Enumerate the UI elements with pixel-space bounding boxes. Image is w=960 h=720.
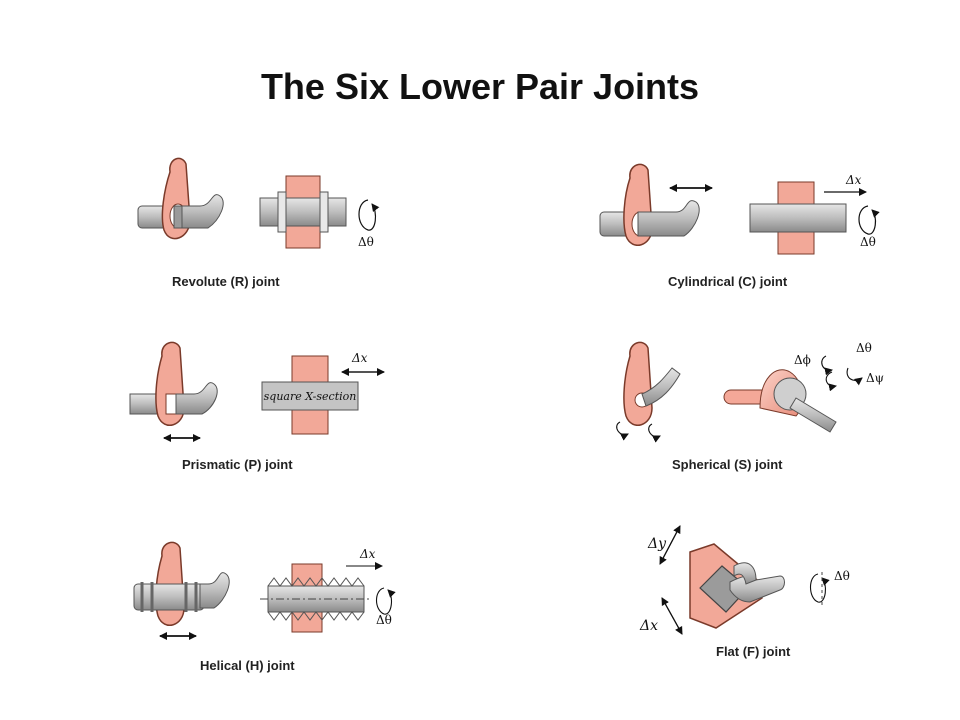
joint-caption-cylindrical: Cylindrical (C) joint	[668, 274, 788, 289]
rotation-arrow-icon	[809, 573, 830, 603]
spherical-link-3d	[616, 341, 681, 443]
translation-arrow-icon	[661, 597, 683, 635]
rotation-arrow-icon	[825, 371, 837, 392]
thread-icon	[133, 582, 205, 612]
cylindrical-section-view	[749, 181, 847, 255]
flat-link-3d	[689, 543, 785, 629]
prismatic-section-view: square X-section	[261, 355, 359, 435]
motion-label: Δy	[647, 536, 667, 552]
motion-label: Δx	[639, 618, 658, 634]
motion-label: Δθ	[860, 235, 876, 249]
page-title: The Six Lower Pair Joints	[260, 66, 700, 107]
helical-joint-figure: Δx Δθ	[133, 541, 396, 640]
helical-link-3d	[133, 541, 230, 640]
motion-label: Δψ	[866, 371, 884, 385]
helical-section-view	[260, 563, 370, 633]
motion-label: Δθ	[834, 569, 850, 583]
joint-caption-flat: Flat (F) joint	[716, 644, 791, 659]
revolute-joint-figure: Δθ	[137, 157, 380, 249]
rotation-arrow-icon	[846, 367, 863, 386]
translation-arrow-icon	[659, 525, 681, 565]
motion-label: Δx	[359, 547, 376, 561]
rotation-arrow-icon	[375, 587, 396, 615]
cylindrical-link-3d	[599, 163, 713, 246]
cylindrical-joint-figure: Δx Δθ	[599, 163, 880, 255]
rotation-arrow-icon	[858, 205, 880, 235]
motion-label: Δθ	[358, 235, 374, 249]
joint-caption-helical: Helical (H) joint	[200, 658, 295, 673]
motion-label: Δx	[351, 351, 368, 365]
section-label: square X-section	[264, 390, 357, 403]
motion-label: Δx	[845, 173, 862, 187]
rotation-arrow-icon	[358, 199, 380, 231]
joint-caption-prismatic: Prismatic (P) joint	[182, 457, 293, 472]
motion-label: Δϕ	[794, 353, 811, 367]
revolute-section-view	[259, 175, 347, 249]
spherical-joint-figure: Δϕ Δθ Δψ	[616, 341, 884, 443]
prismatic-link-3d	[129, 341, 218, 442]
joint-caption-spherical: Spherical (S) joint	[672, 457, 783, 472]
rotation-arrow-icon	[821, 355, 833, 376]
prismatic-joint-figure: square X-section Δx	[129, 341, 385, 442]
motion-label: Δθ	[856, 341, 872, 355]
motion-label: Δθ	[376, 613, 392, 627]
spherical-section-view	[723, 369, 837, 433]
joint-caption-revolute: Revolute (R) joint	[172, 274, 280, 289]
revolute-link-3d	[137, 157, 224, 240]
flat-joint-figure: Δy Δx Δθ	[639, 525, 850, 635]
